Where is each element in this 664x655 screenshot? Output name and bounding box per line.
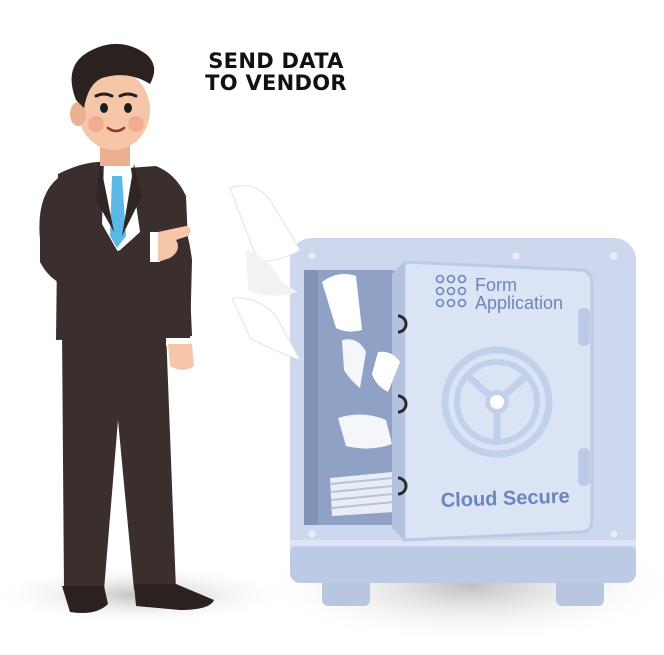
hand-lower <box>168 344 194 370</box>
trousers <box>62 330 176 590</box>
paper-sheet-icon <box>229 185 301 263</box>
safe-label: Cloud Secure <box>440 486 570 512</box>
tie <box>110 176 126 248</box>
dial-wheel-icon <box>441 346 553 458</box>
page-title: SEND DATA TO VENDOR <box>196 50 356 94</box>
businessman-illustration <box>39 43 214 613</box>
door-hinge-middle <box>397 394 408 414</box>
title-line-2: TO VENDOR <box>205 71 347 95</box>
safe-leg-left <box>322 578 370 606</box>
paper-stack <box>329 472 395 516</box>
paper-sheet-icon <box>231 297 302 361</box>
paper-sheet-icon <box>372 351 400 392</box>
brand-line2: Application <box>475 293 563 313</box>
ear <box>70 102 86 126</box>
flying-papers <box>229 185 400 449</box>
safe-illustration: Form Application Cloud Secure <box>290 238 636 606</box>
shoe-left <box>62 586 108 613</box>
forearm <box>40 232 160 289</box>
hand-pointing <box>158 226 191 262</box>
door-hinge-top <box>397 314 408 334</box>
safe-interior <box>304 270 398 525</box>
title-line-1: SEND DATA <box>208 49 344 73</box>
arm-right <box>150 176 192 342</box>
door-handle-top <box>578 308 590 346</box>
safe-leg-right <box>556 578 604 606</box>
paper-sheet-icon <box>246 250 298 296</box>
door-handle-bottom <box>578 448 590 486</box>
paper-sheet-icon <box>322 274 362 332</box>
brand-line1: Form <box>475 275 517 295</box>
hair <box>71 43 155 108</box>
paper-sheet-icon <box>338 414 392 449</box>
door-hinge-bottom <box>397 476 408 496</box>
keypad-icon <box>435 274 467 308</box>
paper-sheet-icon <box>342 339 366 388</box>
shoe-right <box>134 584 214 610</box>
